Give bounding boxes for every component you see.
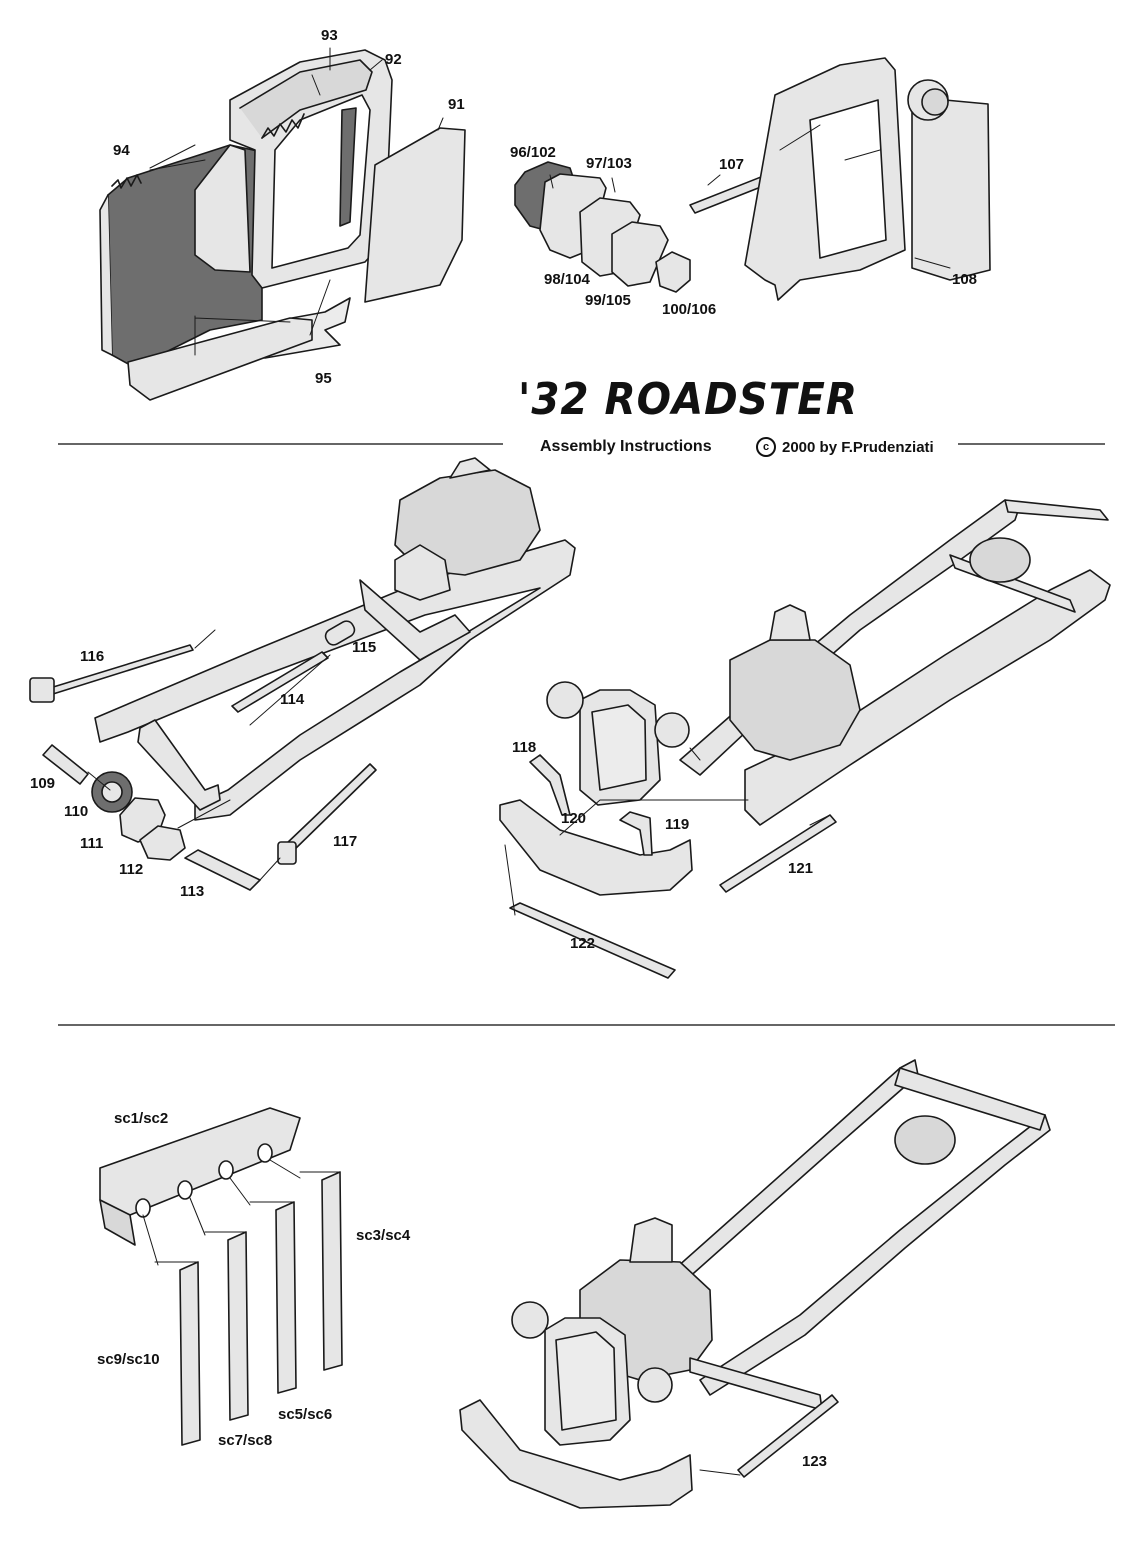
label-109: 109 [30, 775, 56, 792]
label-118: 118 [512, 739, 537, 756]
label-120: 120 [561, 810, 587, 827]
label-115: 115 [352, 639, 377, 656]
part-93-teeth [261, 113, 305, 139]
label-111: 111 [80, 835, 104, 852]
frame-rear-crossmember [137, 719, 221, 811]
frame-rear-cross-3 [894, 1067, 1046, 1131]
part-94-edge [99, 194, 113, 356]
part-116-plate [29, 677, 55, 703]
part-109-tube [42, 744, 89, 785]
frame-front-end-drawing [499, 499, 1111, 979]
frame-cross-brace [359, 579, 471, 661]
front-axle-beam [499, 799, 693, 896]
frame-left-rail [94, 539, 576, 821]
page-subtitle: Assembly Instructions [540, 438, 712, 455]
frame-rear-cross [1004, 499, 1109, 521]
label-114: 114 [280, 691, 305, 708]
part-117-plate [277, 841, 297, 865]
frame-engine-drawing [29, 457, 576, 891]
differential-3 [894, 1115, 956, 1165]
complete-chassis-drawing [459, 1059, 1051, 1509]
label-91: 91 [448, 96, 465, 113]
part-118-bracket [529, 754, 571, 816]
copyright-text: 2000 by F.Prudenziati [782, 438, 934, 456]
label-119: 119 [665, 816, 690, 833]
part-119-bracket [619, 811, 653, 856]
label-113: 113 [180, 883, 205, 900]
part-sc1-sc2-front [99, 1199, 136, 1246]
part-114-rod [231, 651, 329, 713]
front-axle-3 [459, 1399, 693, 1509]
frame-right-rail [744, 569, 1111, 826]
label-116: 116 [80, 648, 105, 665]
part-122-rod [509, 902, 676, 979]
part-sc5-sc6-pipe [275, 1201, 297, 1394]
label-99-105: 99/105 [585, 292, 631, 309]
label-sc1-sc2: sc1/sc2 [114, 1110, 169, 1127]
part-95-dark-strip [339, 107, 357, 227]
engine-blower-3 [629, 1217, 673, 1263]
label-sc5-sc6: sc5/sc6 [278, 1406, 333, 1423]
part-123-rod [737, 1394, 839, 1478]
part-91-panel [364, 127, 466, 303]
copyright-icon: c [756, 437, 776, 457]
transmission [394, 544, 451, 601]
part-108-panel [911, 99, 991, 281]
label-sc9-sc10: sc9/sc10 [97, 1351, 160, 1368]
stacks-drawing [99, 1107, 343, 1446]
part-117-rod [284, 763, 377, 853]
label-107: 107 [719, 156, 745, 173]
label-97-103: 97/103 [586, 155, 632, 172]
engine-blower [449, 457, 491, 479]
part-sc7-sc8-pipe [227, 1231, 249, 1421]
part-dash-window [809, 99, 887, 259]
differential [969, 537, 1031, 583]
label-112: 112 [119, 861, 144, 878]
part-93-strip [239, 59, 373, 139]
headlight-left-icon [546, 681, 584, 719]
label-93: 93 [321, 27, 338, 44]
label-sc3-sc4: sc3/sc4 [356, 1227, 411, 1244]
headlight-right-icon-3 [637, 1367, 673, 1403]
part-cowl-side [194, 144, 251, 273]
label-108: 108 [952, 271, 978, 288]
label-122: 122 [570, 935, 596, 952]
part-115-tube [324, 620, 356, 646]
label-95: 95 [315, 370, 332, 387]
windshield-assembly-drawing [99, 47, 466, 401]
label-92: 92 [385, 51, 402, 68]
part-sc3-sc4-pipe [321, 1171, 343, 1371]
engine-blower-2 [769, 604, 811, 641]
label-100-106: 100/106 [662, 301, 717, 318]
engine-block-2 [729, 639, 861, 761]
dashboard-assembly-drawing [514, 57, 991, 301]
part-94-zigzag [111, 174, 142, 189]
copyright-notice: c 2000 by F.Prudenziati [756, 437, 934, 457]
headlight-left-icon-3 [511, 1301, 549, 1339]
grille-insert [591, 704, 647, 791]
part-sc9-sc10-pipe [179, 1261, 201, 1446]
part-121-rod [719, 814, 837, 893]
label-98-104: 98/104 [544, 271, 590, 288]
label-110: 110 [64, 803, 89, 820]
label-121: 121 [788, 860, 814, 877]
label-94: 94 [113, 142, 130, 159]
frame-right-rail-3 [699, 1114, 1051, 1396]
part-112-drum [139, 825, 186, 861]
label-96-102: 96/102 [510, 144, 556, 161]
grille-insert-3 [555, 1331, 617, 1431]
headlight-right-icon [654, 712, 690, 748]
label-123: 123 [802, 1453, 828, 1470]
label-117: 117 [333, 833, 358, 850]
part-100-106 [655, 251, 691, 293]
label-sc7-sc8: sc7/sc8 [218, 1432, 273, 1449]
frame-left-rail-3 [639, 1059, 919, 1313]
page-title: '32 ROADSTER [518, 374, 858, 425]
